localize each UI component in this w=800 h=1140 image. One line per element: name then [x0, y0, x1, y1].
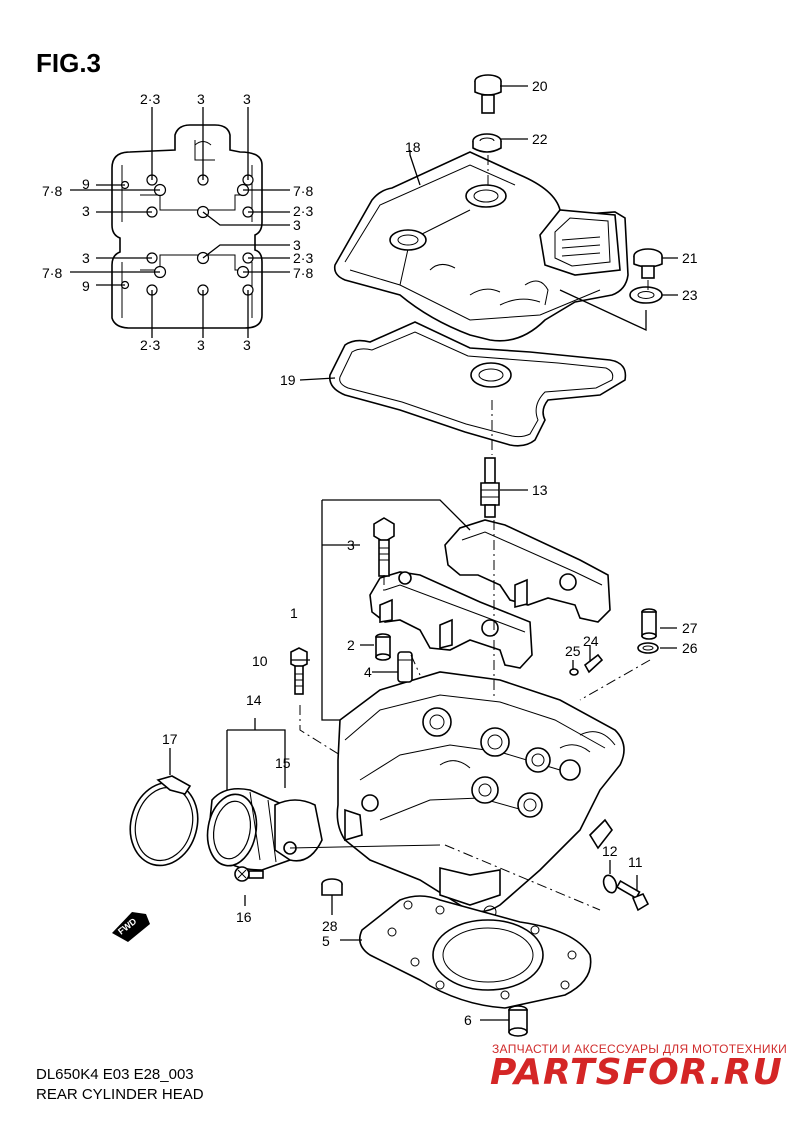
cover-bolt-21 — [633, 248, 663, 279]
valve-part-4 — [397, 651, 413, 683]
intake-pipe-14 — [206, 787, 296, 871]
callout-14: 14 — [246, 692, 262, 708]
callout-3: 3 — [347, 537, 355, 553]
pattern-right-3: 3 — [293, 217, 301, 233]
callout-17: 17 — [162, 731, 178, 747]
oring-26 — [637, 642, 659, 654]
figure-name: REAR CYLINDER HEAD — [36, 1086, 204, 1103]
pattern-top-3: 3 — [243, 91, 251, 107]
callout-21: 21 — [682, 250, 698, 266]
pattern-top-1: 2·3 — [140, 91, 160, 107]
callout-18: 18 — [405, 139, 421, 155]
camshaft-holder-front — [369, 571, 533, 669]
cylinder-head-cover — [333, 151, 629, 342]
dowel-6 — [508, 1005, 528, 1037]
washer-12 — [602, 874, 618, 894]
dowel-27 — [641, 608, 657, 640]
fitting-24 — [583, 653, 604, 674]
intake-gasket-15 — [274, 799, 441, 862]
bolt-11 — [615, 879, 650, 912]
pattern-right-1: 7·8 — [293, 183, 313, 199]
callout-4: 4 — [364, 664, 372, 680]
screw-16 — [234, 866, 264, 882]
callout-2: 2 — [347, 637, 355, 653]
grommet-23 — [629, 286, 663, 304]
clamp-17 — [129, 775, 199, 867]
callout-25: 25 — [565, 643, 581, 659]
cover-gasket — [328, 321, 627, 447]
callout-24: 24 — [583, 633, 599, 649]
callout-28: 28 — [322, 918, 338, 934]
watermark-logo: PARTSFOR.RU — [490, 1052, 783, 1093]
pattern-left-6: 9 — [82, 278, 90, 294]
pattern-bottom-1: 2·3 — [140, 337, 160, 353]
watermark-tagline: ЗАПЧАСТИ И АКСЕССУАРЫ ДЛЯ МОТОТЕХНИКИ — [492, 1042, 788, 1056]
leader-lines — [169, 85, 678, 1021]
plug-28 — [321, 878, 343, 896]
callout-27: 27 — [682, 620, 698, 636]
figure-title: FIG.3 — [36, 48, 102, 78]
grommet-22 — [472, 133, 502, 153]
pattern-top-2: 3 — [197, 91, 205, 107]
callout-5: 5 — [322, 933, 330, 949]
pattern-left-4: 3 — [82, 250, 90, 266]
ring-25 — [569, 668, 579, 676]
head-gasket — [359, 895, 592, 1009]
pattern-bottom-3: 3 — [243, 337, 251, 353]
pattern-left-2: 7·8 — [42, 183, 62, 199]
callout-10: 10 — [252, 653, 268, 669]
callout-13: 13 — [532, 482, 548, 498]
callout-1: 1 — [290, 605, 298, 621]
callout-19: 19 — [280, 372, 296, 388]
pattern-right-5: 2·3 — [293, 250, 313, 266]
holder-bolt — [373, 517, 395, 577]
head-bolt-10 — [290, 647, 308, 695]
callout-16: 16 — [236, 909, 252, 925]
pattern-right-6: 7·8 — [293, 265, 313, 281]
pattern-right-4: 3 — [293, 237, 301, 253]
spark-plug — [480, 457, 500, 518]
pattern-left-5: 7·8 — [42, 265, 62, 281]
callout-15: 15 — [275, 755, 291, 771]
pattern-bottom-2: 3 — [197, 337, 205, 353]
figure-code: DL650K4 E03 E28_003 — [36, 1066, 194, 1083]
callout-labels: 1 2 3 4 5 6 10 11 12 13 14 15 16 17 18 1… — [162, 78, 698, 1028]
pattern-right-2: 2·3 — [293, 203, 313, 219]
callout-20: 20 — [532, 78, 548, 94]
camshaft-holder-rear — [444, 519, 611, 623]
pattern-left-3: 3 — [82, 203, 90, 219]
callout-11: 11 — [628, 854, 643, 870]
pattern-left-1: 9 — [82, 176, 90, 192]
callout-23: 23 — [682, 287, 698, 303]
dowel-pin-2 — [375, 633, 391, 661]
forward-arrow: FWD — [112, 912, 150, 942]
callout-6: 6 — [464, 1012, 472, 1028]
callout-26: 26 — [682, 640, 698, 656]
cylinder-head — [336, 671, 625, 919]
bolt-pattern-diagram: 2·3 3 3 9 7·8 3 3 7·8 9 7·8 2·3 3 3 2·3 … — [42, 91, 313, 353]
callout-22: 22 — [532, 131, 548, 147]
cover-bolt-20 — [474, 74, 502, 114]
callout-12: 12 — [602, 843, 618, 859]
